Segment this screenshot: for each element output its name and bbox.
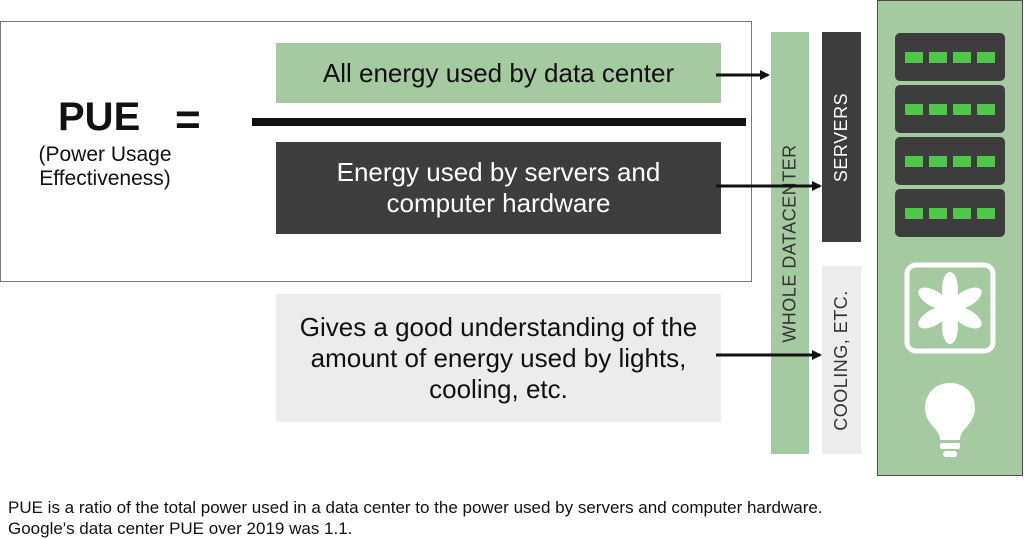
denominator-box: Energy used by servers and computer hard… (276, 142, 721, 234)
numerator-box: All energy used by data center (276, 43, 721, 103)
status-led (977, 51, 995, 63)
servers-label: SERVERS (831, 92, 852, 182)
status-led (953, 207, 971, 219)
footnote-line-2: Google's data center PUE over 2019 was 1… (8, 519, 353, 538)
equals-sign: = (175, 95, 201, 144)
cooling-label: COOLING, ETC. (831, 289, 852, 431)
fraction-line (252, 118, 746, 126)
info-box: Gives a good understanding of the amount… (276, 294, 721, 422)
status-led (977, 207, 995, 219)
status-led (905, 103, 923, 115)
status-led (905, 207, 923, 219)
status-led (929, 51, 947, 63)
status-led (929, 103, 947, 115)
info-label: Gives a good understanding of the amount… (299, 311, 698, 404)
status-led (953, 155, 971, 167)
whole-datacenter-bar: WHOLE DATACENTER (771, 32, 809, 454)
denominator-label: Energy used by servers and computer hard… (336, 157, 661, 218)
status-led (953, 103, 971, 115)
server-icon (895, 137, 1005, 185)
servers-bar: SERVERS (822, 32, 861, 242)
server-icon (895, 189, 1005, 237)
whole-datacenter-label: WHOLE DATACENTER (779, 143, 800, 343)
pue-subtitle: (Power Usage Effectiveness) (38, 143, 172, 190)
status-led (905, 155, 923, 167)
status-led (929, 207, 947, 219)
numerator-label: All energy used by data center (322, 57, 675, 88)
status-led (905, 51, 923, 63)
footnote-line-1: PUE is a ratio of the total power used i… (8, 498, 823, 517)
status-led (977, 103, 995, 115)
server-icon (895, 85, 1005, 133)
status-led (953, 51, 971, 63)
light-bulb-icon (925, 383, 975, 457)
status-led (977, 155, 995, 167)
fan-icon (904, 262, 996, 354)
server-icon (895, 33, 1005, 81)
status-led (929, 155, 947, 167)
pue-title: PUE (58, 95, 141, 139)
cooling-bar: COOLING, ETC. (822, 266, 861, 454)
